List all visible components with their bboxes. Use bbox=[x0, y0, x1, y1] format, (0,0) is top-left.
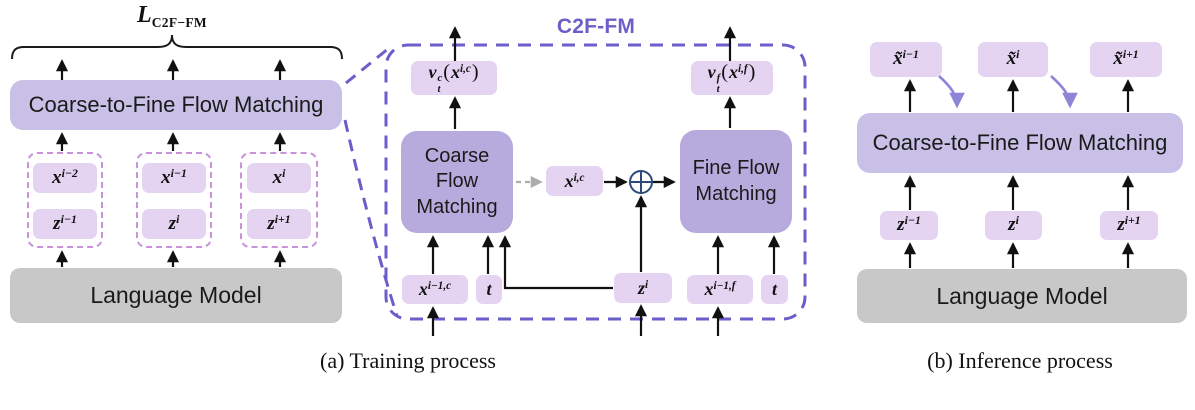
fine-input-x-pill: xi−1,f bbox=[687, 275, 753, 304]
coarse-flow-matching-label: Coarse Flow Matching bbox=[416, 144, 498, 218]
coarse-input-x-pill: xi−1,c bbox=[402, 275, 468, 304]
fine-input-t-pill: t bbox=[761, 275, 788, 304]
coarse-sample-pill: xi,c bbox=[546, 166, 603, 196]
c2f-flow-matching-label: Coarse-to-Fine Flow Matching bbox=[28, 92, 324, 117]
z-pill-i+1: zi+1 bbox=[247, 209, 311, 239]
language-model-box-inference: Language Model bbox=[857, 269, 1187, 323]
z-pill-i-1: zi−1 bbox=[33, 209, 97, 239]
z-to-coarse-bent-arrow bbox=[498, 235, 613, 290]
circled-plus-icon bbox=[629, 170, 653, 194]
token-group-3: xi zi+1 bbox=[240, 152, 318, 248]
loss-brace bbox=[11, 34, 343, 60]
token-group-1: xi−2 zi−1 bbox=[27, 152, 103, 248]
x-pill-i-1: xi−1 bbox=[142, 163, 206, 193]
caption-inference: (b) Inference process bbox=[927, 348, 1113, 373]
c2f-flow-matching-label-inference: Coarse-to-Fine Flow Matching bbox=[872, 130, 1168, 155]
output-x-pill-i-1: x̃i−1 bbox=[870, 42, 942, 77]
language-model-box-training: Language Model bbox=[10, 268, 342, 323]
fine-flow-matching-label: Fine Flow Matching bbox=[692, 157, 780, 205]
latent-z-pill: zi bbox=[614, 273, 672, 303]
x-pill-i-2: xi−2 bbox=[33, 163, 97, 193]
loss-symbol: L bbox=[137, 2, 152, 28]
z-pill-i: zi bbox=[142, 209, 206, 239]
output-x-pill-i: x̃i bbox=[978, 42, 1048, 77]
fine-flow-matching-box: Fine Flow Matching bbox=[680, 130, 792, 233]
language-model-label: Language Model bbox=[90, 282, 262, 308]
zoom-connector-lines bbox=[343, 46, 399, 317]
x-pill-i: xi bbox=[247, 163, 311, 193]
input-z-pill-i: zi bbox=[985, 211, 1042, 240]
coarse-input-t-pill: t bbox=[476, 275, 502, 304]
loss-label: LC2F−FM bbox=[72, 2, 272, 31]
c2ffm-title: C2F-FM bbox=[556, 15, 636, 38]
output-x-pill-i+1: x̃i+1 bbox=[1090, 42, 1162, 77]
token-group-2: xi−1 zi bbox=[136, 152, 212, 248]
caption-training: (a) Training process bbox=[320, 348, 496, 373]
language-model-label-inference: Language Model bbox=[936, 282, 1108, 309]
input-z-pill-i+1: zi+1 bbox=[1100, 211, 1158, 240]
input-z-pill-i-1: zi−1 bbox=[880, 211, 938, 240]
c2f-flow-matching-box-training: Coarse-to-Fine Flow Matching bbox=[10, 80, 342, 130]
c2f-flow-matching-box-inference: Coarse-to-Fine Flow Matching bbox=[857, 113, 1183, 173]
loss-subscript: C2F−FM bbox=[151, 15, 207, 30]
coarse-flow-matching-box: Coarse Flow Matching bbox=[401, 131, 513, 233]
feedback-arrows bbox=[938, 75, 1078, 109]
